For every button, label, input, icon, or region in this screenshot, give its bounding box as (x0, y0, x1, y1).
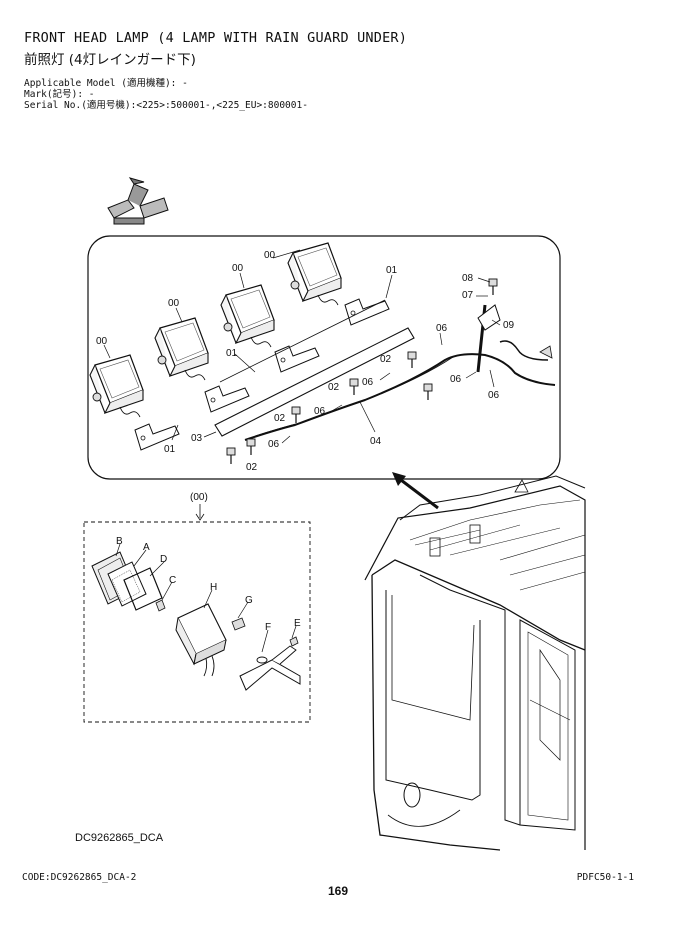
detail-title: (00) (190, 492, 208, 503)
callout-06-b: 06 (314, 406, 326, 417)
callout-00-lamp2: 00 (168, 298, 180, 309)
callout-03: 03 (191, 433, 203, 444)
bolt-08 (488, 278, 498, 296)
bolt-small (226, 447, 236, 465)
document-code: CODE:DC9262865_DCA-2 (22, 872, 137, 883)
bolt-02a (246, 438, 256, 456)
head-lamp-2 (154, 317, 209, 381)
callout-06-d: 06 (436, 323, 448, 334)
bolt-02d (407, 351, 417, 369)
bolt-g (231, 617, 246, 631)
callout-06-e: 06 (450, 374, 462, 385)
bolt-e (289, 636, 299, 647)
head-lamp-3 (220, 284, 275, 348)
bracket-3 (274, 345, 320, 373)
bolt-02b (291, 406, 301, 424)
callout-00-lamp3: 00 (232, 263, 244, 274)
serial-number: Serial No.(適用号機):<225>:500001-,<225_EU>:… (24, 100, 308, 111)
detail-label-b: B (116, 536, 123, 547)
callout-07: 07 (462, 290, 474, 301)
detail-label-c: C (169, 575, 176, 586)
drawing-code: DC9262865_DCA (75, 832, 164, 844)
front-direction-logo-icon (107, 177, 169, 225)
applicable-model: Applicable Model (適用機種): - (24, 78, 188, 89)
pdfc-code: PDFC50-1-1 (576, 872, 634, 883)
page-number: 169 (327, 884, 349, 898)
detail-label-f: F (265, 622, 271, 633)
callout-00-lamp4: 00 (264, 250, 276, 261)
excavator-cab (364, 475, 586, 851)
callout-01-mid: 01 (226, 348, 238, 359)
callout-06-a: 06 (362, 377, 374, 388)
lamp-bulb-a (107, 561, 147, 607)
callout-02-left: 02 (274, 413, 286, 424)
detail-label-g: G (245, 595, 253, 606)
callout-08: 08 (462, 273, 474, 284)
callout-04: 04 (370, 436, 382, 447)
head-lamp-1 (89, 354, 144, 418)
washer-f (256, 656, 268, 664)
detail-label-e: E (294, 618, 301, 629)
detail-label-a: A (143, 542, 150, 553)
mounting-plate (214, 327, 415, 437)
page-title-japanese: 前照灯 (4灯レインガード下) (24, 52, 196, 68)
callout-01-low: 01 (164, 444, 176, 455)
callout-09: 09 (503, 320, 515, 331)
mark: Mark(記号): - (24, 89, 95, 100)
callout-02-right: 02 (380, 354, 392, 365)
bolt-02c (349, 378, 359, 396)
screw-c (155, 599, 166, 612)
callout-06-f: 06 (488, 390, 500, 401)
callout-00-lamp1: 00 (96, 336, 108, 347)
detail-frame (83, 521, 311, 723)
head-lamp-4 (287, 242, 342, 306)
main-assembly-frame (87, 235, 561, 480)
callout-02-mid: 02 (328, 382, 340, 393)
detail-label-d: D (160, 554, 167, 565)
bracket-4 (344, 298, 390, 326)
mount-bracket (239, 645, 301, 691)
gasket-d (123, 567, 163, 611)
bracket-2 (204, 385, 250, 413)
callout-01-top: 01 (386, 265, 398, 276)
callout-06-c: 06 (268, 439, 280, 450)
detail-label-h: H (210, 582, 217, 593)
lamp-housing-h (175, 603, 227, 677)
page-title: FRONT HEAD LAMP (4 LAMP WITH RAIN GUARD … (24, 30, 408, 46)
callout-02-bottom: 02 (246, 462, 258, 473)
bolt-small-2 (423, 383, 433, 401)
